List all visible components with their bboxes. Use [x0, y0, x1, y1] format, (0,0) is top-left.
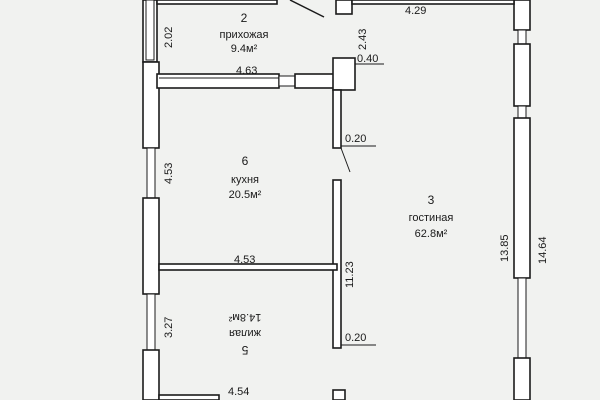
dim-4-29: 4.29	[405, 5, 426, 17]
hall-kitchen-wall	[156, 73, 280, 89]
dim-3-27: 3.27	[163, 317, 175, 338]
hall-door-swing	[289, 0, 325, 18]
dim-4-53-vertical: 4.53	[163, 163, 175, 184]
room-5-name: жилая	[229, 327, 261, 339]
room-6-number: 6	[242, 154, 249, 168]
dim-0-20-top: 0.20	[345, 133, 366, 145]
dim-4-53-horizontal: 4.53	[234, 254, 255, 266]
kitchen-living-partition-top	[332, 89, 342, 149]
room-3-area: 62.8м²	[415, 228, 448, 240]
room-2-number: 2	[241, 11, 248, 25]
kitchen-bedroom-wall	[158, 263, 338, 271]
room-5-label: 5 жилая 14.8м²	[228, 311, 261, 357]
room-5-number: 5	[241, 343, 248, 357]
top-wall-hall	[156, 0, 278, 5]
room-3-name: гостиная	[409, 212, 454, 224]
room-6-area: 20.5м²	[229, 189, 262, 201]
dim-0-40: 0.40	[357, 53, 378, 65]
room-5-area: 14.8м²	[228, 311, 261, 323]
window-left-kitchen	[146, 147, 156, 199]
dim-14-64: 14.64	[537, 236, 549, 264]
dim-4-54: 4.54	[228, 386, 249, 398]
window-left-top	[145, 0, 155, 61]
right-wall-seg4	[513, 357, 531, 400]
hall-right-post	[335, 0, 353, 15]
left-wall-middle	[142, 197, 160, 295]
room-6-name: кухня	[231, 174, 259, 186]
bottom-wall-left	[158, 394, 220, 400]
hall-door-opening	[278, 75, 296, 87]
window-left-bedroom	[146, 293, 156, 351]
hall-kitchen-corner	[332, 57, 356, 91]
window-right-3	[517, 277, 527, 359]
window-right-1	[517, 29, 527, 45]
room-3-number: 3	[428, 193, 435, 207]
hall-kitchen-wall-right	[294, 73, 336, 89]
room-2-area: 9.4м²	[231, 43, 258, 55]
top-wall-living	[351, 0, 515, 5]
dim-2-02: 2.02	[163, 27, 175, 48]
dim-0-20-bottom: 0.20	[345, 332, 366, 344]
room-2-name: прихожая	[219, 29, 268, 41]
bottom-wall-post	[332, 389, 346, 400]
dim-4-63: 4.63	[236, 65, 257, 77]
dim-2-43: 2.43	[357, 29, 369, 50]
dim-13-85: 13.85	[499, 234, 511, 262]
kitchen-door-swing	[340, 147, 351, 173]
right-wall-seg3	[513, 117, 531, 279]
right-wall-top	[513, 0, 531, 31]
dim-11-23: 11.23	[344, 261, 356, 288]
window-right-2	[517, 105, 527, 119]
left-wall-bottom	[142, 349, 160, 400]
right-wall-seg2	[513, 43, 531, 107]
